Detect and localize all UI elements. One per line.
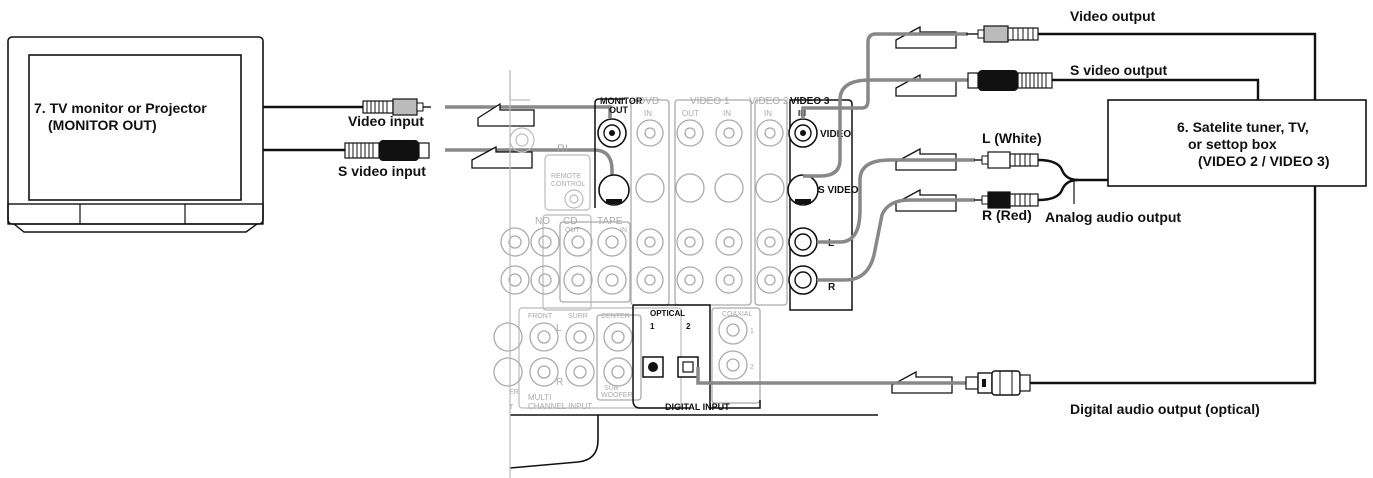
video-out-cable <box>801 32 968 119</box>
video-output-label: Video output <box>1070 8 1156 24</box>
no-label: NO <box>535 216 550 227</box>
er-label: ER <box>509 389 519 396</box>
video1-out-label: OUT <box>682 109 699 118</box>
multi-l-label: L <box>556 323 562 334</box>
woofer-label: WOOFER <box>601 392 633 399</box>
control-label: CONTROL <box>551 181 585 188</box>
monitor-out-label: MONITOR <box>600 96 643 106</box>
tv-title-line1: 7. TV monitor or Projector <box>34 100 207 116</box>
coaxial-label: COAXIAL <box>722 311 752 318</box>
row-video-label: VIDEO <box>820 129 851 140</box>
rca-plug-icon <box>966 25 1039 43</box>
arrow-icon <box>471 145 533 169</box>
digital-input-label: DIGITAL INPUT <box>665 402 730 412</box>
video3-label: VIDEO 3 <box>790 96 830 107</box>
coaxial-1-label: 1 <box>750 328 754 335</box>
source-device-box <box>1107 99 1367 187</box>
center-label: CENTER <box>601 313 630 320</box>
source-title-line1: 6. Satelite tuner, TV, <box>1177 119 1309 135</box>
monitor-out-label2: OUT <box>609 105 629 115</box>
row-svideo-label: S VIDEO <box>818 185 859 196</box>
arrow-icon <box>895 73 957 97</box>
rca-plug-icon <box>974 151 1039 169</box>
sub-label: SUB <box>604 385 619 392</box>
video2-label: VIDEO 2 <box>749 96 789 107</box>
digital-audio-output-label: Digital audio output (optical) <box>1070 401 1260 417</box>
coaxial-2-label: 2 <box>750 364 754 371</box>
svideo-plug-icon <box>967 70 1053 91</box>
video1-in-label: IN <box>723 109 731 118</box>
s-video-output-label: S video output <box>1070 62 1168 78</box>
s-video-input-label: S video input <box>338 163 426 179</box>
r-red-label: R (Red) <box>982 207 1032 223</box>
tape-label: TAPE <box>597 216 623 227</box>
dvd-label: DVD <box>638 96 659 107</box>
optical-2-label: 2 <box>686 322 691 331</box>
source-audio-l-cable <box>1037 158 1108 182</box>
ri-label: RI <box>557 143 568 155</box>
channel-input-label: CHANNEL INPUT <box>528 402 592 411</box>
cd-label: CD <box>563 216 577 227</box>
rca-plug-icon <box>974 191 1039 209</box>
svideo-plug-icon <box>344 140 430 161</box>
dvd-in-label: IN <box>644 109 652 118</box>
tape-in-label: IN <box>620 227 627 234</box>
row-r-label: R <box>828 282 836 293</box>
receiver-rear-panel <box>493 70 878 478</box>
l-white-label: L (White) <box>982 130 1042 146</box>
multi-label: MULTI <box>528 393 551 402</box>
svideo-out-cable <box>803 78 968 178</box>
audio-r-cable <box>817 198 975 282</box>
audio-l-cable <box>817 158 975 244</box>
arrow-icon <box>895 25 957 49</box>
optical-cable <box>696 367 975 385</box>
source-black-cable <box>1030 32 1317 385</box>
arrow-icon <box>477 102 535 127</box>
svideo-in-cable <box>445 148 614 178</box>
surr-label: SURR <box>568 313 588 320</box>
tv-title-line2: (MONITOR OUT) <box>48 117 157 133</box>
front-label: FRONT <box>528 313 553 320</box>
source-audio-r-cable <box>1037 178 1079 202</box>
optical-1-label: 1 <box>650 322 655 331</box>
tv-monitor: 7. TV monitor or Projector (MONITOR OUT) <box>7 36 264 233</box>
source-title-line2: or settop box <box>1188 136 1277 152</box>
remote-label: REMOTE <box>551 173 581 180</box>
rca-plug-icon <box>362 98 431 116</box>
tape-out-label: OUT <box>565 227 581 234</box>
analog-audio-output-label: Analog audio output <box>1045 209 1181 225</box>
source-title-line3: (VIDEO 2 / VIDEO 3) <box>1198 153 1329 169</box>
video-input-label: Video input <box>348 113 424 129</box>
video2-in-label: IN <box>764 109 772 118</box>
source-svideo-cable <box>1052 78 1260 100</box>
t-label: T <box>509 404 514 411</box>
video1-label: VIDEO 1 <box>690 96 730 107</box>
optical-plug-icon <box>965 370 1031 396</box>
multi-r-label: R <box>556 377 563 388</box>
optical-label: OPTICAL <box>650 309 685 318</box>
